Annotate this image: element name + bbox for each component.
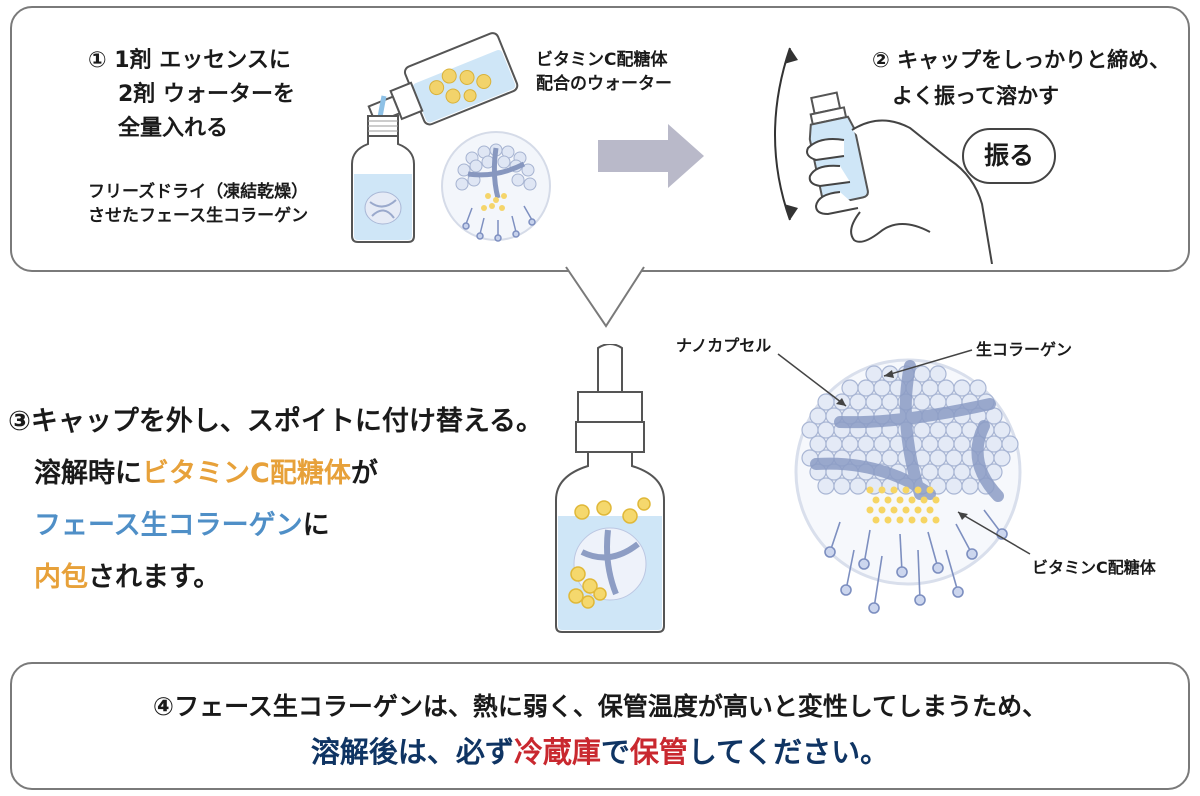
essence-bottle-icon xyxy=(351,115,415,243)
collagen-label: フリーズドライ（凍結乾燥） させたフェース生コラーゲン xyxy=(88,182,309,226)
step3-instruction: ③キャップを外し、スポイトに付け替える。 溶解時にビタミンC配糖体が フェース生… xyxy=(8,406,544,593)
process-arrow-icon xyxy=(598,124,704,188)
top-panel xyxy=(10,6,1190,272)
nanocapsule-diagram xyxy=(794,358,1022,614)
label-raw-collagen: 生コラーゲン xyxy=(976,340,1073,359)
step4-warning: ④フェース生コラーゲンは、熱に弱く、保管温度が高いと変性してしまうため、 xyxy=(152,692,1048,721)
bottom-panel xyxy=(10,662,1190,790)
step1-instruction: ① 1剤 エッセンスに 2剤 ウォーターを 全量入れる xyxy=(88,48,295,141)
capsule-sphere-icon xyxy=(441,131,551,242)
shaking-hand-icon xyxy=(774,47,993,264)
panel-tail xyxy=(565,266,645,328)
step2-instruction: ② キャップをしっかりと締め、 よく振って溶かす xyxy=(872,48,1171,108)
label-vitamin-c: ビタミンC配糖体 xyxy=(1032,558,1156,577)
water-label: ビタミンC配糖体 配合のウォーター xyxy=(536,50,672,94)
label-nanocapsule: ナノカプセル xyxy=(676,336,772,355)
step4-storage-notice: 溶解後は、必ず冷蔵庫で保管してください。 xyxy=(310,735,890,769)
pour-bottle-icon xyxy=(367,32,519,131)
dropper-bottle-icon xyxy=(555,344,665,633)
shake-badge: 振る xyxy=(962,128,1056,184)
